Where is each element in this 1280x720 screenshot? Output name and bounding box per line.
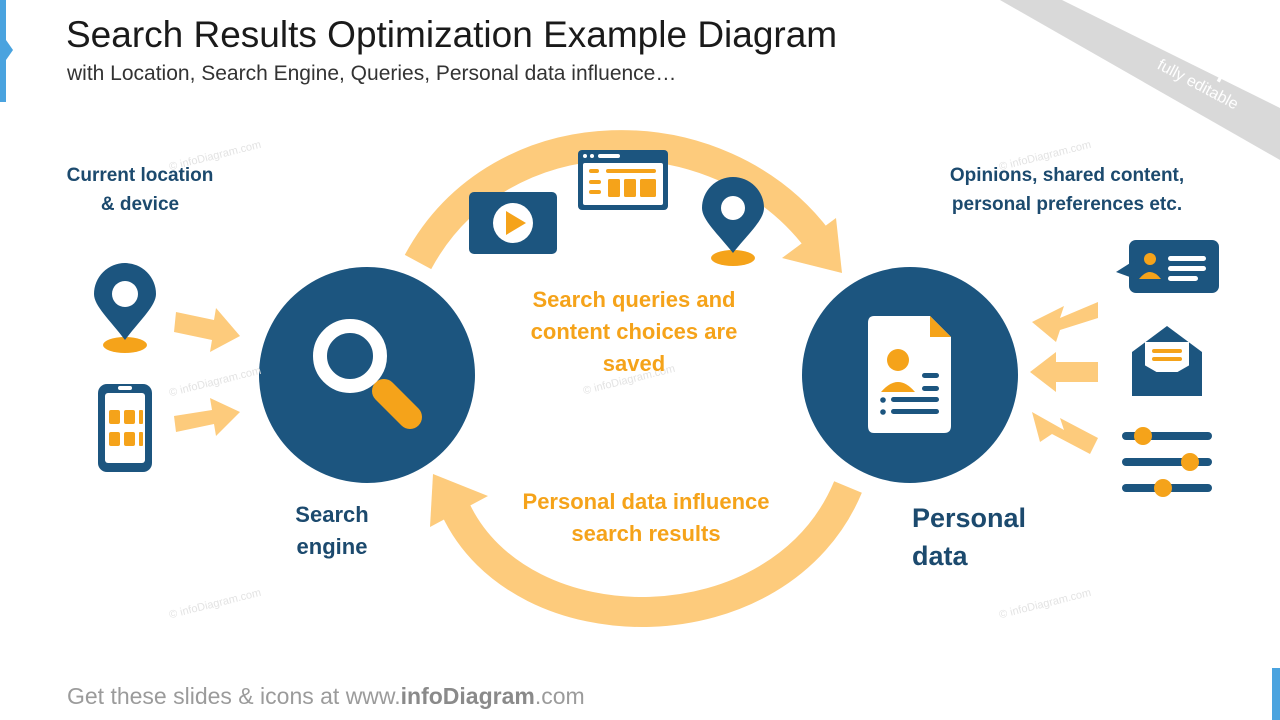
arrow-location-to-search (174, 308, 240, 352)
label-search-engine: Search engine (295, 502, 369, 559)
location-pin-icon (94, 263, 156, 353)
envelope-icon (1132, 326, 1202, 396)
label-personal-data: Personal data (912, 503, 1027, 571)
top-cycle-arrow (404, 130, 842, 273)
usage-tag-ribbon (1000, 0, 1280, 160)
footer-suffix: .com (534, 683, 585, 709)
page-subtitle: with Location, Search Engine, Queries, P… (67, 62, 677, 85)
page-title: Search Results Optimization Example Diag… (66, 14, 838, 55)
left-accent-tip (6, 40, 13, 60)
label-opinions: Opinions, shared content, personal prefe… (949, 165, 1185, 215)
arrow-device-to-search (174, 398, 240, 436)
magnifier-icon (313, 319, 422, 429)
arrow-mail-to-personal (1030, 352, 1098, 392)
footer-prefix: Get these slides & icons at www. (67, 683, 401, 709)
label-current-location: Current location & device (66, 165, 214, 215)
document-profile-icon (868, 316, 951, 433)
label-personal-influence: Personal data influence search results (522, 489, 770, 546)
usage-example-tag: Usage example fully editable (1000, 0, 1280, 160)
bottom-cycle-arrow (430, 474, 862, 627)
left-accent-bar (0, 0, 6, 102)
sliders-icon (1122, 427, 1212, 497)
video-play-icon (469, 192, 557, 254)
personal-data-node (802, 267, 1018, 483)
footer-brand: infoDiagram (400, 683, 535, 709)
chat-profile-icon (1116, 240, 1219, 293)
bottom-right-accent (1272, 668, 1280, 720)
map-pin-icon (702, 177, 764, 266)
browser-window-icon (578, 150, 668, 210)
footer-credit: Get these slides & icons at www.infoDiag… (67, 683, 585, 710)
arrow-settings-to-personal (1032, 412, 1098, 454)
arrow-chat-to-personal (1032, 302, 1098, 342)
label-queries-saved: Search queries and content choices are s… (530, 287, 738, 376)
smartphone-icon (98, 384, 152, 472)
search-engine-node (259, 267, 475, 483)
